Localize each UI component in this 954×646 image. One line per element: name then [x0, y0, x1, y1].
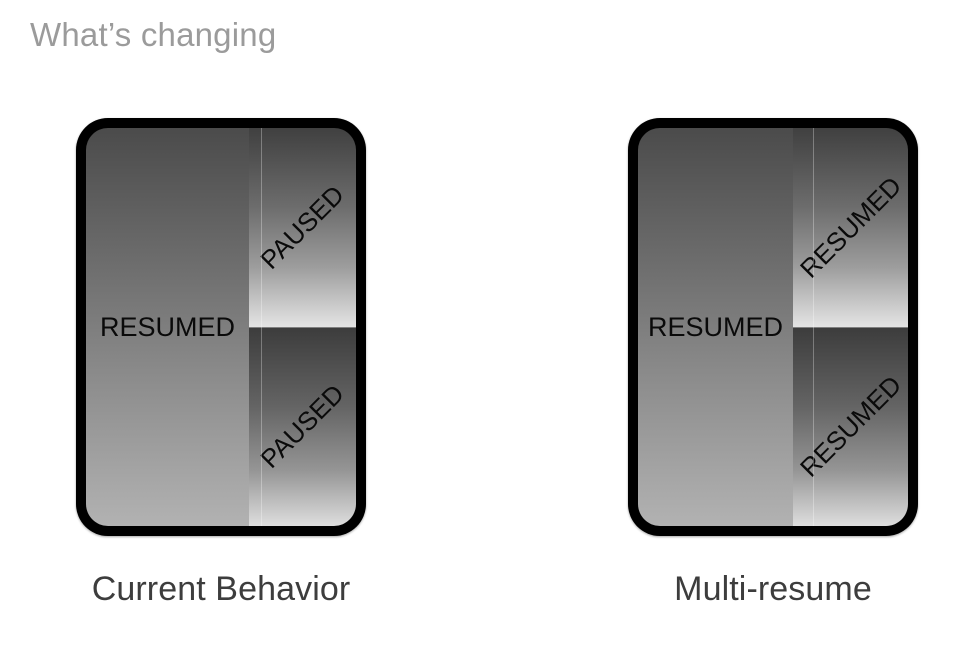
pane-label-right-bottom-multi-resume: RESUMED — [793, 369, 907, 483]
pane-label-right-top-multi-resume: RESUMED — [793, 170, 907, 284]
pane-right-top-current-behavior[interactable]: PAUSED — [248, 128, 356, 327]
pane-label-right-bottom-current-behavior: PAUSED — [254, 378, 350, 474]
device-frame-current-behavior: RESUMED PAUSED PAUSED — [76, 118, 366, 536]
pane-left-multi-resume[interactable]: RESUMED — [638, 128, 793, 526]
pane-column-right-multi-resume: RESUMED RESUMED — [793, 128, 908, 526]
pane-right-bottom-current-behavior[interactable]: PAUSED — [248, 327, 356, 526]
device-screen-current-behavior: RESUMED PAUSED PAUSED — [86, 128, 356, 526]
pane-label-left-current-behavior: RESUMED — [99, 311, 235, 342]
page-title: What’s changing — [30, 16, 277, 53]
pane-right-bottom-multi-resume[interactable]: RESUMED — [793, 327, 908, 526]
pane-right-top-multi-resume[interactable]: RESUMED — [793, 128, 908, 327]
device-screen-multi-resume: RESUMED RESUMED RESUMED — [638, 128, 908, 526]
figure-multi-resume: RESUMED RESUMED RESUMED Multi-resume — [628, 118, 918, 608]
figure-current-behavior: RESUMED PAUSED PAUSED Current Behavior — [76, 118, 366, 608]
pane-left-current-behavior[interactable]: RESUMED — [86, 128, 249, 526]
figure-caption-multi-resume: Multi-resume — [674, 570, 872, 608]
figure-caption-current-behavior: Current Behavior — [91, 570, 351, 608]
device-frame-multi-resume: RESUMED RESUMED RESUMED — [628, 118, 918, 536]
pane-label-right-top-current-behavior: PAUSED — [254, 179, 350, 275]
pane-label-left-multi-resume: RESUMED — [647, 311, 783, 342]
pane-column-right-current-behavior: PAUSED PAUSED — [248, 128, 356, 526]
